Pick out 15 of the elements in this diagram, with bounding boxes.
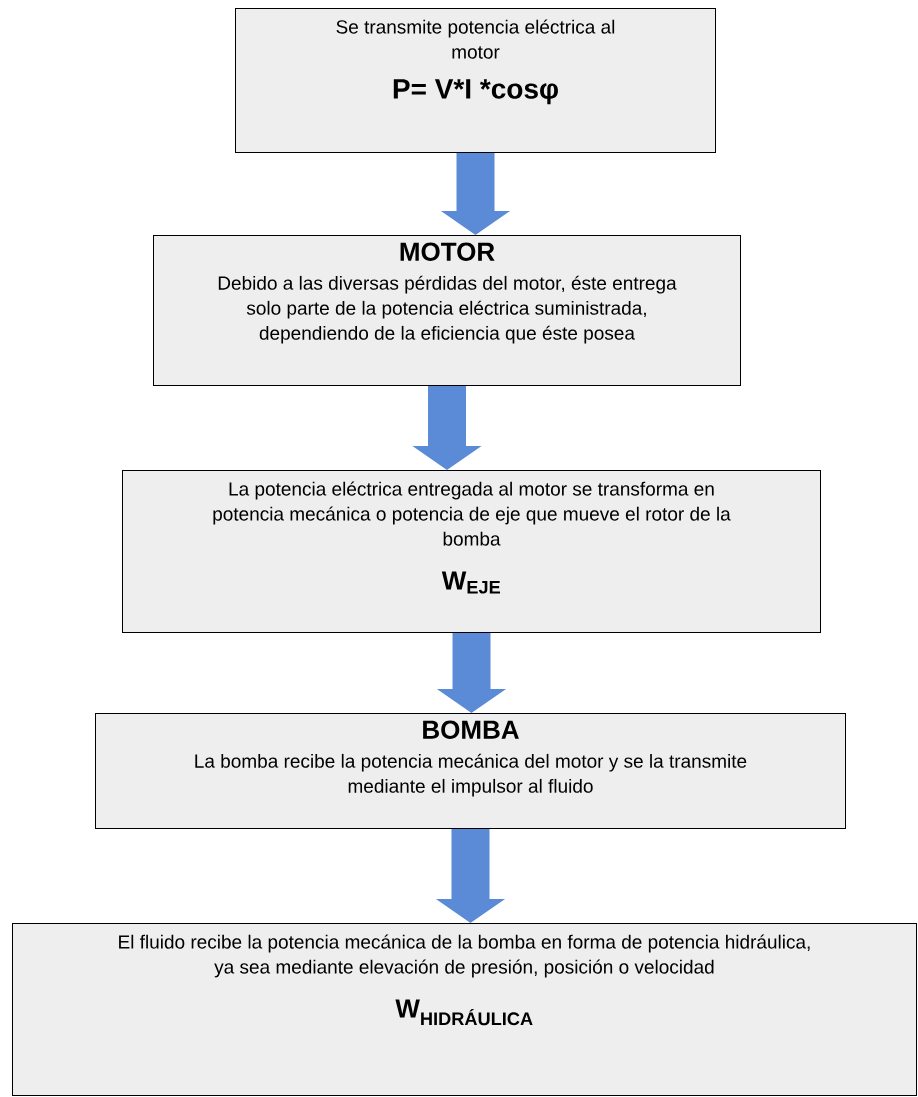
power-symbol: $\text{W}_{\text{EJE}}$ xyxy=(441,571,500,594)
formula-text: P= V*I *cosφ xyxy=(393,79,558,105)
box-text: La potencia eléctrica entregada al motor se transforma en potencia mecánica o potencia de eje que mueve el rotor de la bomba xyxy=(213,481,731,546)
box-text: Debido a las diversas pérdidas del motor, éste entrega solo parte de la potencia eléctrica suministrada, dependiendo de la eficiencia que éste posea xyxy=(218,275,677,344)
process-box xyxy=(95,713,846,829)
box-text: Se transmite potencia eléctrica al motor xyxy=(336,19,615,59)
power-symbol: $\text{W}_{\text{HIDRÁULICA}}$ xyxy=(395,999,533,1026)
process-box xyxy=(235,8,716,153)
process-box xyxy=(122,470,821,633)
process-box xyxy=(153,235,741,386)
box-text: El fluido recibe la potencia mecánica de la bomba en forma de potencia hidráulica, ya sea mediante elevación de presión, posición o velocidad xyxy=(119,934,810,978)
process-box xyxy=(12,923,917,1096)
box-heading: BOMBA xyxy=(423,720,519,739)
box-text: La bomba recibe la potencia mecánica del motor y se la transmite mediante el impulsor al fluido xyxy=(195,753,747,797)
box-heading: MOTOR xyxy=(400,242,495,261)
